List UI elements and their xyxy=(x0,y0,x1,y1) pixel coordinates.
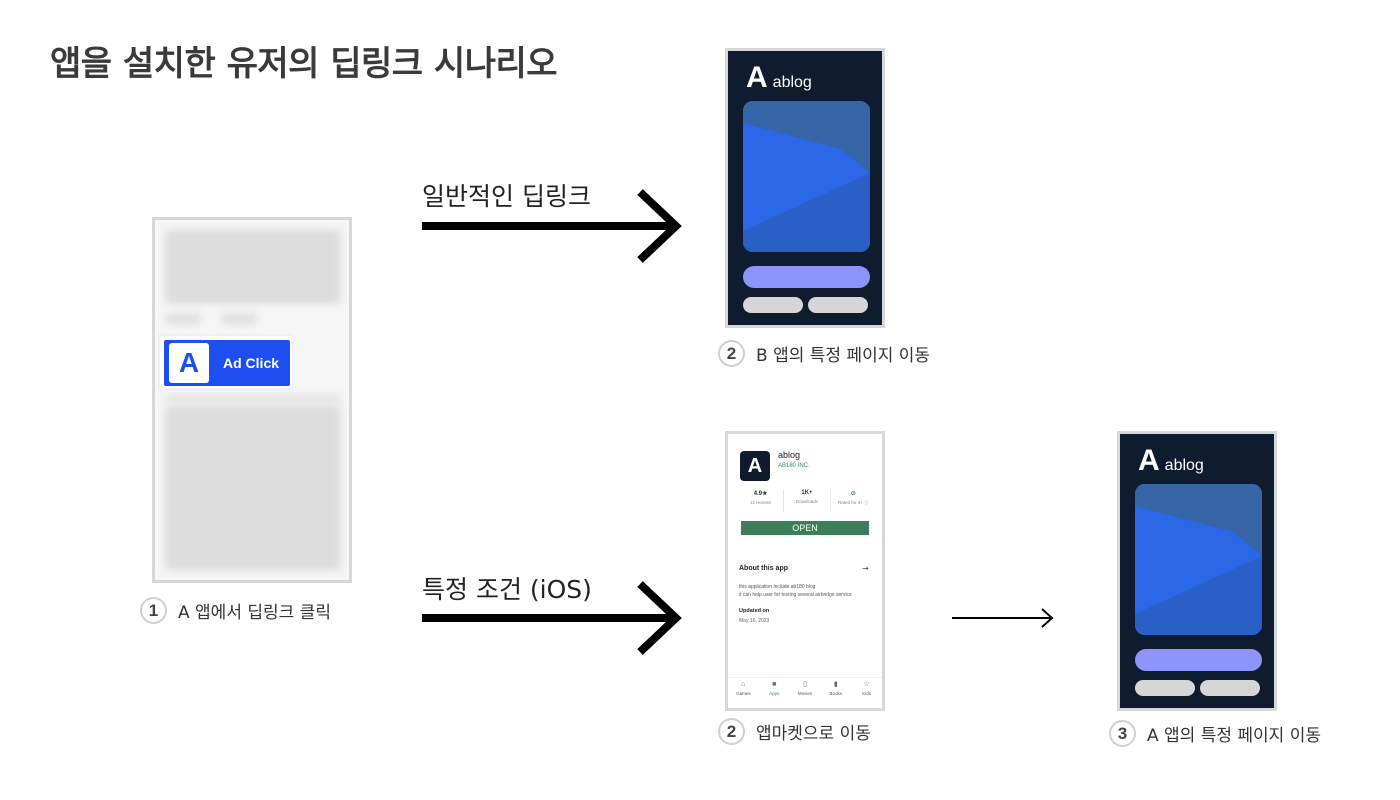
market-stat-age-rating: ⊙ Rated for 3+ ⓘ xyxy=(831,490,876,512)
step-number: 3 xyxy=(1109,720,1136,747)
step-number: 2 xyxy=(718,718,745,745)
b-app-screen: A ablog xyxy=(725,48,885,328)
secondary-button-left[interactable] xyxy=(743,297,803,313)
blurred-content xyxy=(165,406,341,570)
stat-label: Rated for 3+ ⓘ xyxy=(837,500,869,505)
ad-click-inner[interactable]: A Ad Click xyxy=(164,340,290,386)
arrow-right-icon xyxy=(422,189,682,263)
arrow-right-icon xyxy=(952,608,1054,628)
hero-graphic xyxy=(1135,484,1262,635)
games-icon: ⌂ xyxy=(741,681,746,688)
brand: A ablog xyxy=(746,61,812,95)
updated-date: May 16, 2023 xyxy=(739,618,770,624)
nav-label: Books xyxy=(829,691,843,696)
market-developer[interactable]: AB180 INC. xyxy=(778,463,810,469)
cta-button[interactable] xyxy=(1135,649,1262,671)
hero-image xyxy=(1135,484,1262,635)
movies-icon: ▯ xyxy=(803,681,807,688)
secondary-button-right[interactable] xyxy=(808,297,868,313)
nav-movies[interactable]: ▯ Movies xyxy=(790,678,821,701)
market-stat-downloads: 1K+ Downloads xyxy=(784,490,831,512)
kids-icon: ☆ xyxy=(863,681,870,688)
brand-logo-icon: A xyxy=(1138,444,1160,477)
ad-click-label: Ad Click xyxy=(223,355,280,371)
brand: A ablog xyxy=(1138,444,1204,478)
caption-step-3: 3 A 앱의 특정 페이지 이동 xyxy=(1109,720,1321,747)
hero-image xyxy=(743,101,870,252)
nav-games[interactable]: ⌂ Games xyxy=(728,678,759,701)
arrow-right-icon xyxy=(422,581,682,655)
nav-label: Apps xyxy=(769,691,780,696)
caption-text: A 앱의 특정 페이지 이동 xyxy=(1147,726,1322,746)
blurred-line xyxy=(165,396,341,402)
nav-label: Games xyxy=(736,691,751,696)
rating-icon: ⊙ xyxy=(850,491,856,497)
stat-value: 1K+ xyxy=(801,490,813,496)
step-number: 2 xyxy=(718,340,745,367)
arrow-label-general: 일반적인 딥링크 xyxy=(422,182,591,211)
market-stats: 4.9★ 12 reviews 1K+ Downloads ⊙ Rated fo… xyxy=(738,490,876,512)
secondary-button-left[interactable] xyxy=(1135,680,1195,696)
ad-click-banner[interactable]: A Ad Click xyxy=(160,336,292,388)
books-icon: ▮ xyxy=(833,681,838,688)
caption-text: B 앱의 특정 페이지 이동 xyxy=(756,346,931,366)
secondary-button-right[interactable] xyxy=(1200,680,1260,696)
updated-label: Updated on xyxy=(739,608,770,614)
market-app-name: ablog xyxy=(778,450,801,460)
page-title: 앱을 설치한 유저의 딥링크 시나리오 xyxy=(50,44,558,84)
stat-value: 4.9★ xyxy=(753,491,768,497)
caption-step-2a: 2 B 앱의 특정 페이지 이동 xyxy=(718,340,930,367)
arrow-right-icon[interactable]: → xyxy=(862,564,869,573)
ad-logo-icon: A xyxy=(169,343,209,383)
stat-label: 12 reviews xyxy=(749,500,772,505)
about-description: it can help user for testing several air… xyxy=(739,592,852,598)
apps-icon: ■ xyxy=(772,681,777,688)
market-stat-rating: 4.9★ 12 reviews xyxy=(738,490,785,512)
brand-name: ablog xyxy=(772,74,812,91)
blurred-banner xyxy=(165,230,341,304)
app-market-screen: A ablog AB180 INC. 4.9★ 12 reviews 1K+ D… xyxy=(725,431,885,711)
open-button[interactable]: OPEN xyxy=(741,521,869,535)
hero-graphic xyxy=(743,101,870,252)
a-app-screen xyxy=(152,217,352,583)
caption-step-2b: 2 앱마켓으로 이동 xyxy=(718,718,871,745)
blurred-tab xyxy=(221,314,257,324)
market-app-icon: A xyxy=(740,451,770,481)
arrow-label-special: 특정 조건 (iOS) xyxy=(422,575,592,604)
step-number: 1 xyxy=(140,597,167,624)
nav-label: Kids xyxy=(862,691,871,696)
brand-logo-icon: A xyxy=(746,61,768,94)
nav-kids[interactable]: ☆ Kids xyxy=(851,678,882,701)
market-bottom-nav: ⌂ Games ■ Apps ▯ Movies ▮ Books ☆ Kids xyxy=(728,677,882,701)
stat-label: Downloads xyxy=(795,499,819,504)
blurred-tab xyxy=(165,314,201,324)
brand-name: ablog xyxy=(1164,457,1204,474)
nav-apps[interactable]: ■ Apps xyxy=(759,678,790,701)
about-description: this application include ab180 blog xyxy=(739,584,816,590)
caption-text: 앱마켓으로 이동 xyxy=(756,724,871,744)
a-app-target-screen: A ablog xyxy=(1117,431,1277,711)
cta-button[interactable] xyxy=(743,266,870,288)
nav-label: Movies xyxy=(797,691,813,696)
nav-books[interactable]: ▮ Books xyxy=(820,678,851,701)
about-title[interactable]: About this app xyxy=(739,565,788,572)
caption-step-1: 1 A 앱에서 딥링크 클릭 xyxy=(140,597,331,624)
caption-text: A 앱에서 딥링크 클릭 xyxy=(178,603,331,623)
